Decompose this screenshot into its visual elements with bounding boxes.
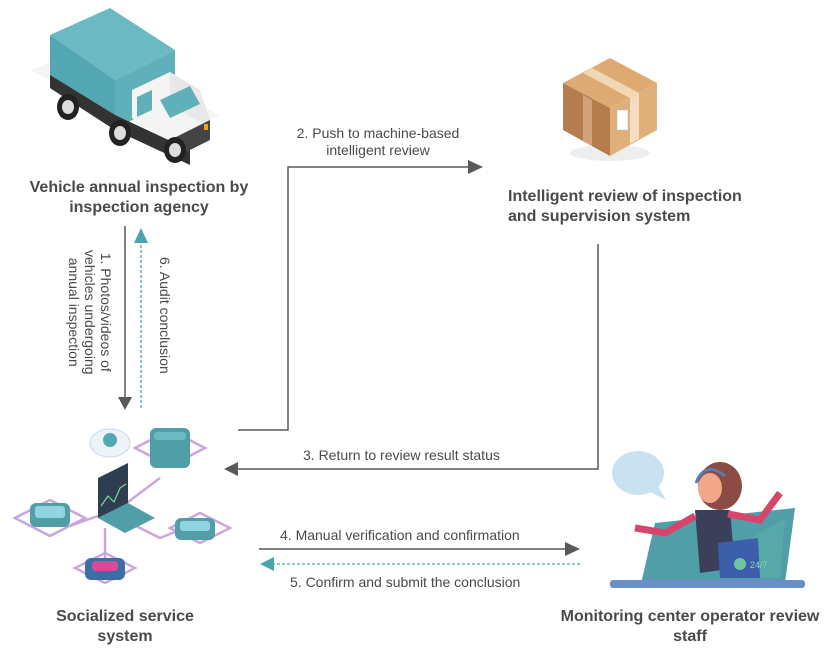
node-socialized-line2: system xyxy=(97,628,153,645)
node-vehicle-line2: inspection agency xyxy=(69,199,209,216)
edge-2-line2: intelligent review xyxy=(326,142,430,158)
edge-1-line2: vehicles undergoing xyxy=(82,250,98,375)
package-box-icon xyxy=(563,58,657,161)
node-socialized-label: Socialized service system xyxy=(20,607,230,647)
edge-5-label: 5. Confirm and submit the conclusion xyxy=(290,574,521,590)
truck-icon xyxy=(30,8,220,165)
node-vehicle-line1: Vehicle annual inspection by xyxy=(29,179,249,196)
edge-3-arrow xyxy=(224,244,599,476)
edge-2-label: 2. Push to machine-based intelligent rev… xyxy=(288,125,468,159)
server-stack-top xyxy=(150,428,190,468)
badge-247: 24/7 xyxy=(750,560,768,570)
operator-headset-icon: 24/7 xyxy=(610,451,805,588)
node-monitoring-line1: Monitoring center operator review xyxy=(560,608,820,625)
node-monitoring-line2: staff xyxy=(673,628,707,645)
edge-4-label: 4. Manual verification and confirmation xyxy=(280,527,520,543)
server-network-icon xyxy=(12,428,233,585)
edge-3-label: 3. Return to review result status xyxy=(303,447,500,463)
node-monitoring-label: Monitoring center operator review staff xyxy=(545,607,834,647)
edge-1-arrow xyxy=(118,226,132,410)
edge-6-label: 6. Audit conclusion xyxy=(157,257,173,374)
node-socialized-line1: Socialized service xyxy=(56,608,194,625)
edge-1-line3: annual inspection xyxy=(66,257,82,367)
edge-1-line1: 1. Photos/videos of xyxy=(98,252,114,372)
node-intelligent-review-line2: and supervision system xyxy=(508,208,691,225)
node-vehicle-label: Vehicle annual inspection by inspection … xyxy=(0,178,278,218)
node-intelligent-review-label: Intelligent review of inspection and sup… xyxy=(508,187,768,227)
edge-2-arrow xyxy=(238,160,483,431)
node-intelligent-review-line1: Intelligent review of inspection xyxy=(508,188,742,205)
edge-4-arrow xyxy=(259,542,580,556)
edge-2-line1: 2. Push to machine-based xyxy=(296,125,460,141)
edge-6-arrow xyxy=(134,228,148,410)
edge-5-arrow xyxy=(260,557,580,571)
edge-1-label: 1. Photos/videos of vehicles undergoing … xyxy=(66,250,114,375)
